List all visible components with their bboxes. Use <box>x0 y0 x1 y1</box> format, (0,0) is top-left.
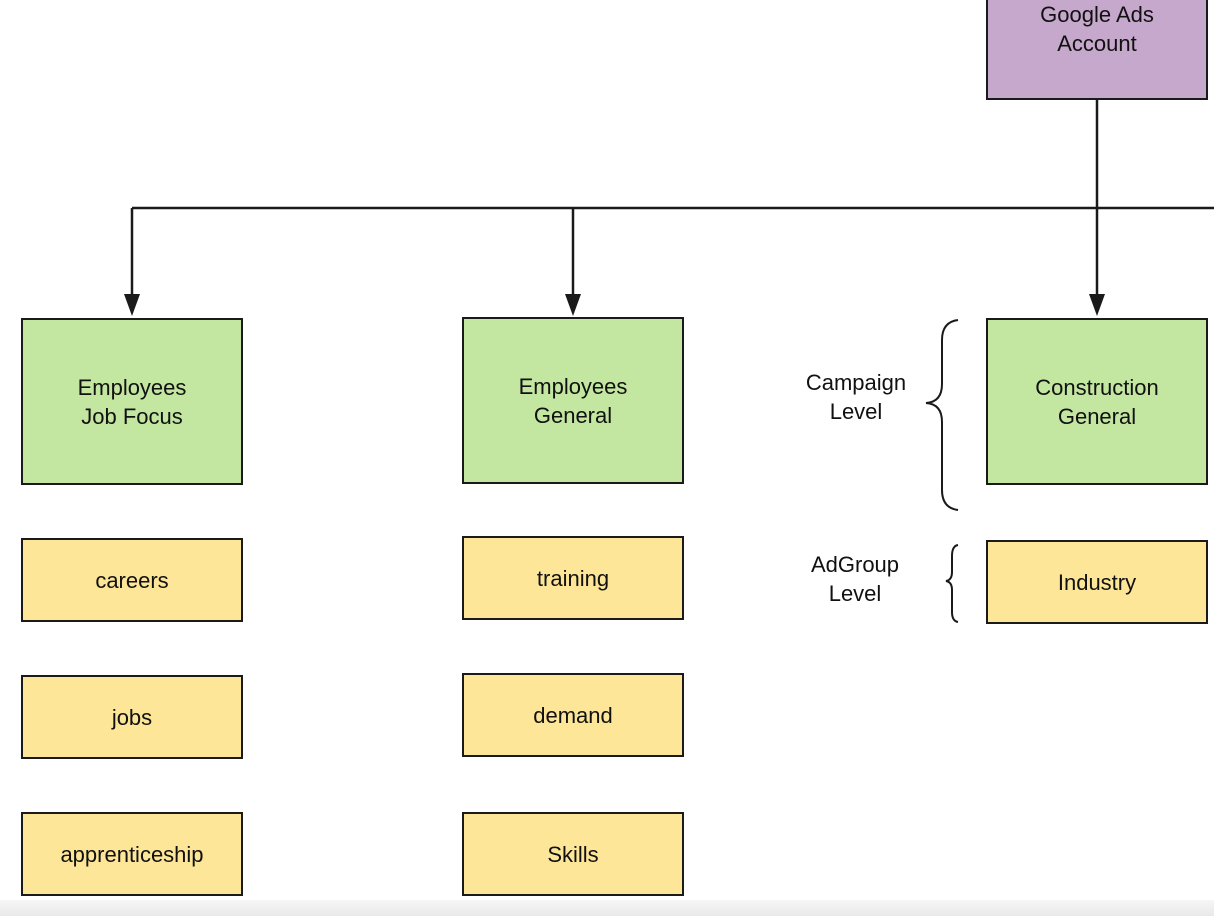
adgroup-box-skills: Skills <box>462 812 684 896</box>
adgroup-box-training: training <box>462 536 684 620</box>
campaign-level-label: Campaign Level <box>805 370 907 424</box>
adgroup-box-demand: demand <box>462 673 684 757</box>
campaign-box-employees-general: Employees General <box>462 317 684 484</box>
adgroup-level-label: AdGroup Level <box>810 552 900 606</box>
adgroup-box-apprenticeship: apprenticeship <box>21 812 243 896</box>
adgroup-level-brace <box>945 544 959 623</box>
campaign-level-brace <box>925 319 959 511</box>
adgroup-box-careers: careers <box>21 538 243 622</box>
google-ads-account-box: Google Ads Account <box>986 0 1208 100</box>
campaign-box-employees-job-focus: Employees Job Focus <box>21 318 243 485</box>
adgroup-box-jobs: jobs <box>21 675 243 759</box>
arrowhead-construction-general <box>1089 294 1105 316</box>
arrowhead-employees-job-focus <box>124 294 140 316</box>
arrowhead-employees-general <box>565 294 581 316</box>
adgroup-box-industry: Industry <box>986 540 1208 624</box>
campaign-box-construction-general: Construction General <box>986 318 1208 485</box>
bottom-edge-shade <box>0 900 1214 916</box>
